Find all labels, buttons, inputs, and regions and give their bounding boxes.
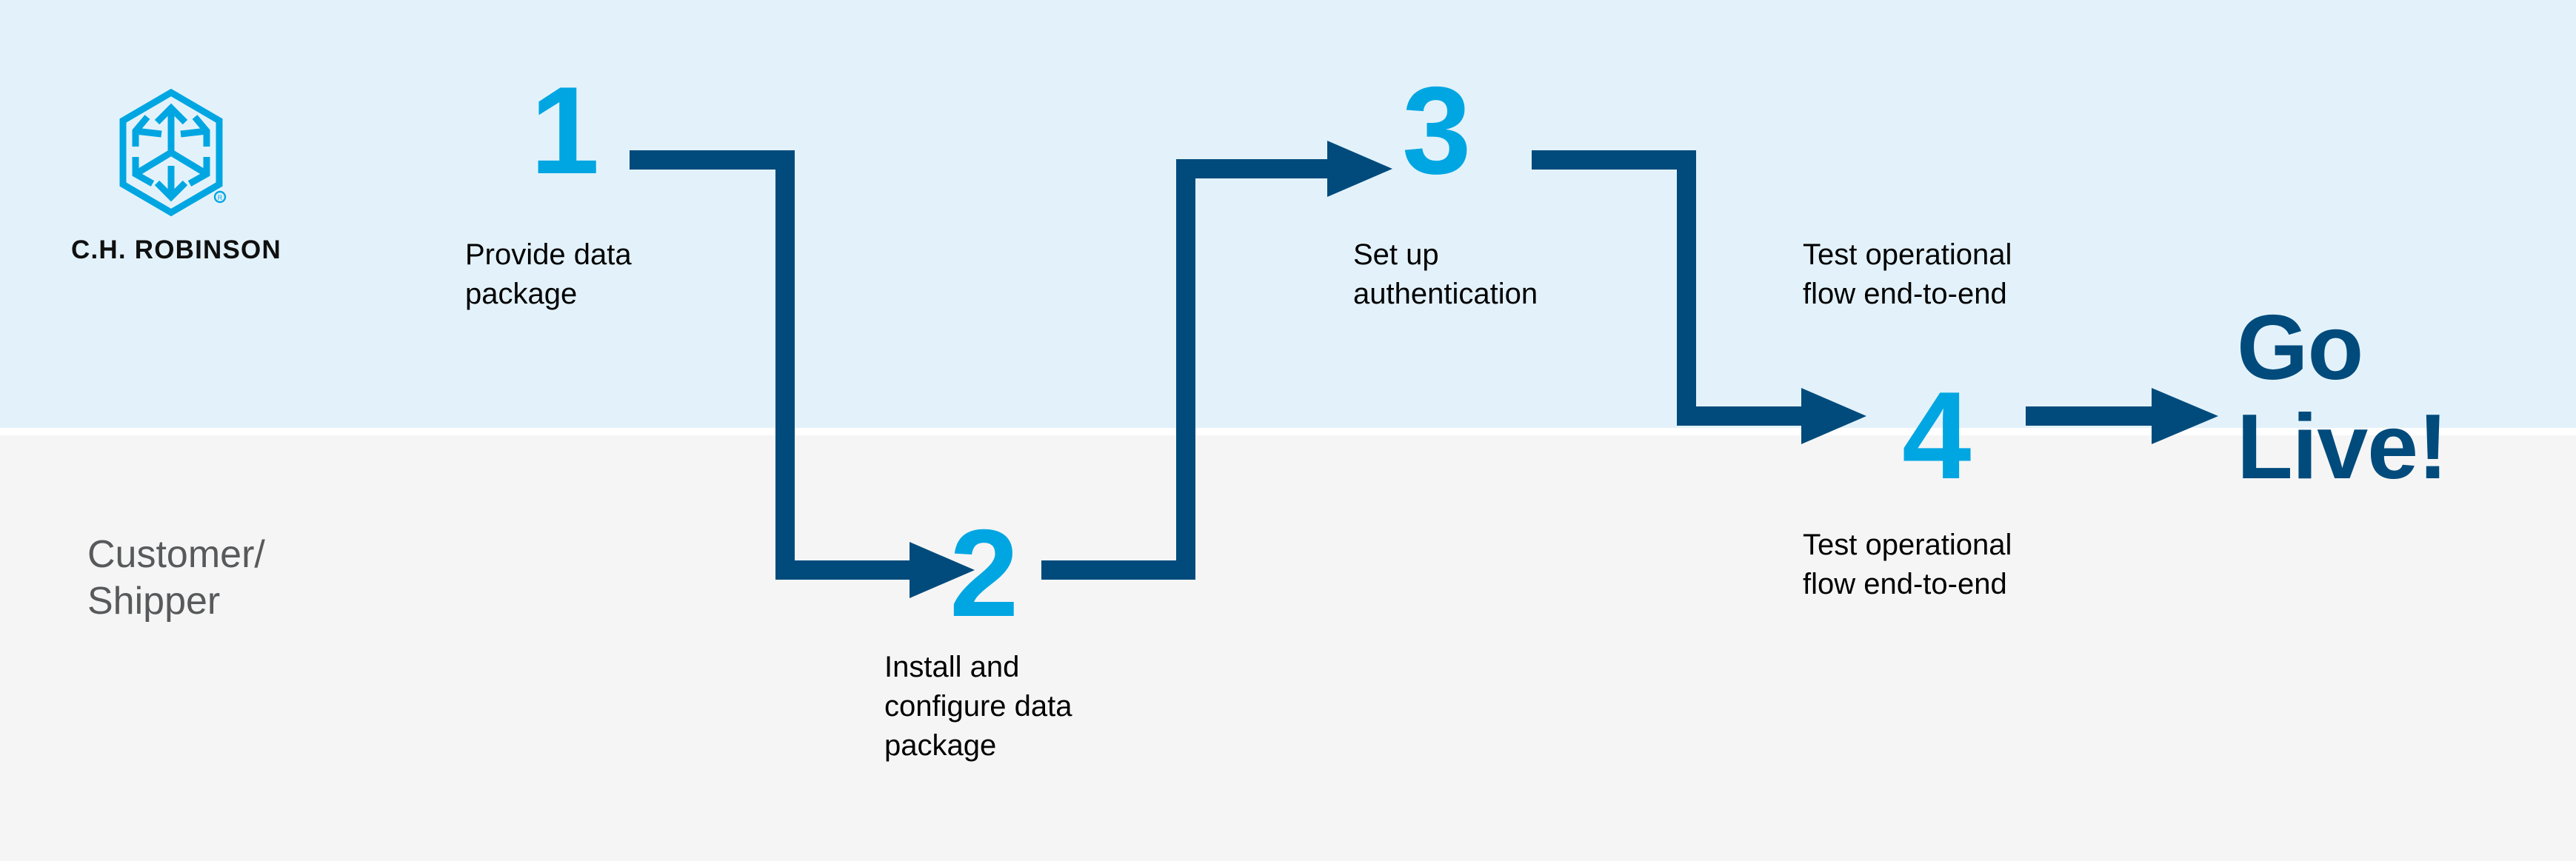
step-caption-1: Provide data package [465,235,710,314]
brand-logo-block: R C.H. ROBINSON [71,89,281,265]
registered-trademark-icon: R [213,190,227,204]
step-caption-2-line-2: configure data [884,689,1072,723]
connector-step4-to-golive [2026,388,2218,444]
connector-step2-to-step3 [1041,141,1392,580]
go-live-line-1: Go [2237,297,2363,399]
step-caption-4-above-line-1: Test operational [1803,238,2012,271]
step-caption-2-line-3: package [884,728,997,762]
step-caption-3-line-2: authentication [1353,277,1538,310]
step-caption-2: Install and configure data package [884,648,1166,765]
lane-label-line-1: Customer/ [87,533,265,576]
step-caption-3-line-1: Set up [1353,238,1439,271]
chrobinson-hexagon-arrows-logo-icon: R [119,89,227,216]
step-caption-4-below-line-2: flow end-to-end [1803,567,2007,600]
lane-divider [0,428,2576,435]
provider-lane-band [0,0,2576,428]
step-caption-2-line-1: Install and [884,651,1020,683]
lane-label-customer-shipper: Customer/ Shipper [87,532,406,626]
step-number-1: 1 [530,61,599,200]
go-live-line-2: Live! [2237,395,2448,498]
step-caption-1-line-1: Provide data [465,238,632,271]
step-caption-3: Set up authentication [1353,235,1635,314]
step-caption-4-below: Test operational flow end-to-end [1803,526,2099,604]
lane-label-line-2: Shipper [87,580,221,623]
svg-text:R: R [218,194,223,201]
step-number-2: 2 [950,503,1018,643]
step-caption-4-below-line-1: Test operational [1803,529,2012,561]
customer-lane-band [0,435,2576,861]
connector-step1-to-step2 [630,150,975,598]
brand-wordmark: C.H. ROBINSON [71,235,281,264]
step-number-3: 3 [1402,61,1471,200]
step-number-4: 4 [1902,366,1971,505]
step-caption-1-line-2: package [465,277,578,310]
connector-step3-to-step4 [1532,150,1866,444]
go-live-label: Go Live! [2237,297,2548,498]
step-caption-4-above: Test operational flow end-to-end [1803,235,2099,314]
step-caption-4-above-line-2: flow end-to-end [1803,277,2007,310]
